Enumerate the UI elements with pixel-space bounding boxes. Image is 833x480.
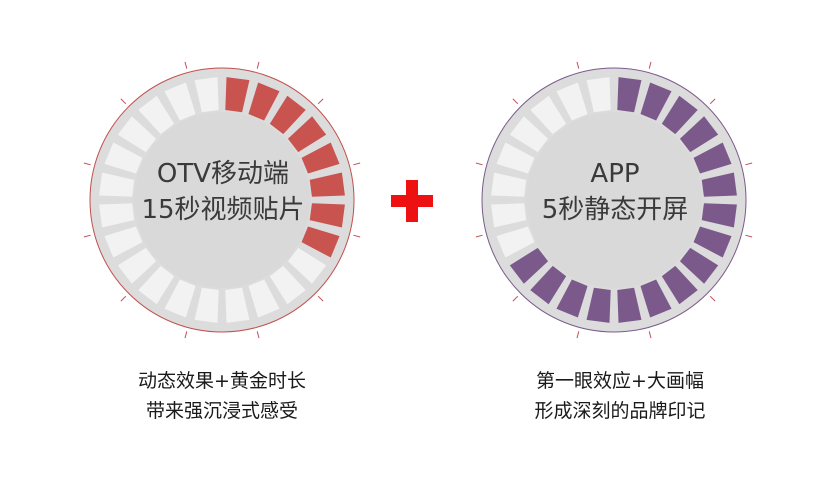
- app-empty-segment: [491, 172, 527, 197]
- otv-tick-mark: [184, 331, 188, 339]
- otv-tick-mark: [120, 98, 127, 105]
- otv-filled-segment: [301, 226, 340, 258]
- app-empty-segment: [496, 226, 535, 258]
- app-tick-mark: [745, 234, 753, 238]
- otv-tick-mark: [317, 98, 324, 105]
- otv-empty-segment: [138, 95, 175, 135]
- app-filled-segment: [661, 95, 698, 135]
- otv-filled-segment: [248, 82, 280, 121]
- app-caption-line-2: 形成深刻的品牌印记: [534, 400, 706, 422]
- otv-empty-segment: [164, 82, 196, 121]
- otv-empty-segment: [248, 279, 280, 318]
- otv-caption: 动态效果+黄金时长 带来强沉浸式感受: [92, 366, 352, 426]
- app-filled-segment: [679, 116, 719, 153]
- app-title-line-1: APP: [590, 159, 640, 189]
- app-empty-segment: [556, 82, 588, 121]
- app-tick-mark: [475, 234, 483, 238]
- otv-tick-mark: [353, 162, 361, 166]
- otv-empty-segment: [194, 287, 219, 323]
- otv-empty-segment: [99, 203, 135, 228]
- otv-tick-mark: [353, 234, 361, 238]
- otv-empty-segment: [269, 265, 306, 305]
- app-tick-mark: [576, 331, 580, 339]
- app-ring: [475, 61, 753, 339]
- app-tick-mark: [709, 295, 716, 302]
- otv-filled-segment: [309, 203, 345, 228]
- app-tick-mark: [512, 295, 519, 302]
- otv-tick-mark: [83, 234, 91, 238]
- app-caption-line-1: 第一眼效应+大画幅: [536, 370, 704, 392]
- otv-caption-line-1: 动态效果+黄金时长: [138, 370, 306, 392]
- app-filled-segment: [556, 279, 588, 318]
- app-inner-disc: [526, 112, 702, 288]
- app-filled-segment: [693, 142, 732, 174]
- otv-empty-segment: [138, 265, 175, 305]
- otv-tick-mark: [184, 61, 188, 69]
- otv-caption-line-2: 带来强沉浸式感受: [145, 400, 298, 422]
- otv-empty-segment: [104, 142, 143, 174]
- otv-tick-mark: [120, 295, 127, 302]
- app-empty-segment: [530, 95, 567, 135]
- app-filled-segment: [530, 265, 567, 305]
- otv-title-line-1: OTV移动端: [156, 159, 290, 189]
- otv-tick-mark: [83, 162, 91, 166]
- app-tick-mark: [512, 98, 519, 105]
- otv-empty-segment: [194, 77, 219, 113]
- app-filled-segment: [679, 247, 719, 284]
- app-filled-segment: [640, 279, 672, 318]
- otv-empty-segment: [117, 247, 157, 284]
- otv-ring: [83, 61, 361, 339]
- otv-empty-segment: [104, 226, 143, 258]
- app-empty-segment: [491, 203, 527, 228]
- otv-empty-segment: [225, 287, 250, 323]
- otv-filled-segment: [269, 95, 306, 135]
- app-filled-segment: [693, 226, 732, 258]
- app-empty-segment: [509, 116, 549, 153]
- app-tick-mark: [709, 98, 716, 105]
- otv-filled-segment: [309, 172, 345, 197]
- otv-filled-segment: [301, 142, 340, 174]
- app-tick-mark: [475, 162, 483, 166]
- otv-tick-mark: [317, 295, 324, 302]
- plus-icon: [391, 180, 433, 222]
- app-filled-segment: [586, 287, 611, 323]
- app-tick-mark: [576, 61, 580, 69]
- app-empty-segment: [496, 142, 535, 174]
- otv-tick-mark: [256, 331, 260, 339]
- otv-tick-mark: [256, 61, 260, 69]
- app-title-line-2: 5秒静态开屏: [541, 195, 689, 225]
- otv-empty-segment: [117, 116, 157, 153]
- otv-filled-segment: [225, 77, 250, 113]
- otv-empty-segment: [99, 172, 135, 197]
- otv-empty-segment: [164, 279, 196, 318]
- app-filled-segment: [661, 265, 698, 305]
- otv-title-line-2: 15秒视频贴片: [141, 195, 305, 225]
- app-filled-segment: [617, 287, 642, 323]
- app-filled-segment: [701, 172, 737, 197]
- app-ring-title: APP 5秒静态开屏: [505, 156, 725, 228]
- app-tick-mark: [648, 61, 652, 69]
- app-tick-mark: [745, 162, 753, 166]
- app-filled-segment: [701, 203, 737, 228]
- otv-empty-segment: [287, 247, 327, 284]
- app-filled-segment: [617, 77, 642, 113]
- otv-ring-title: OTV移动端 15秒视频贴片: [113, 156, 333, 228]
- otv-filled-segment: [287, 116, 327, 153]
- app-tick-mark: [648, 331, 652, 339]
- app-empty-segment: [586, 77, 611, 113]
- app-filled-segment: [509, 247, 549, 284]
- otv-inner-disc: [134, 112, 310, 288]
- app-filled-segment: [640, 82, 672, 121]
- app-caption: 第一眼效应+大画幅 形成深刻的品牌印记: [490, 366, 750, 426]
